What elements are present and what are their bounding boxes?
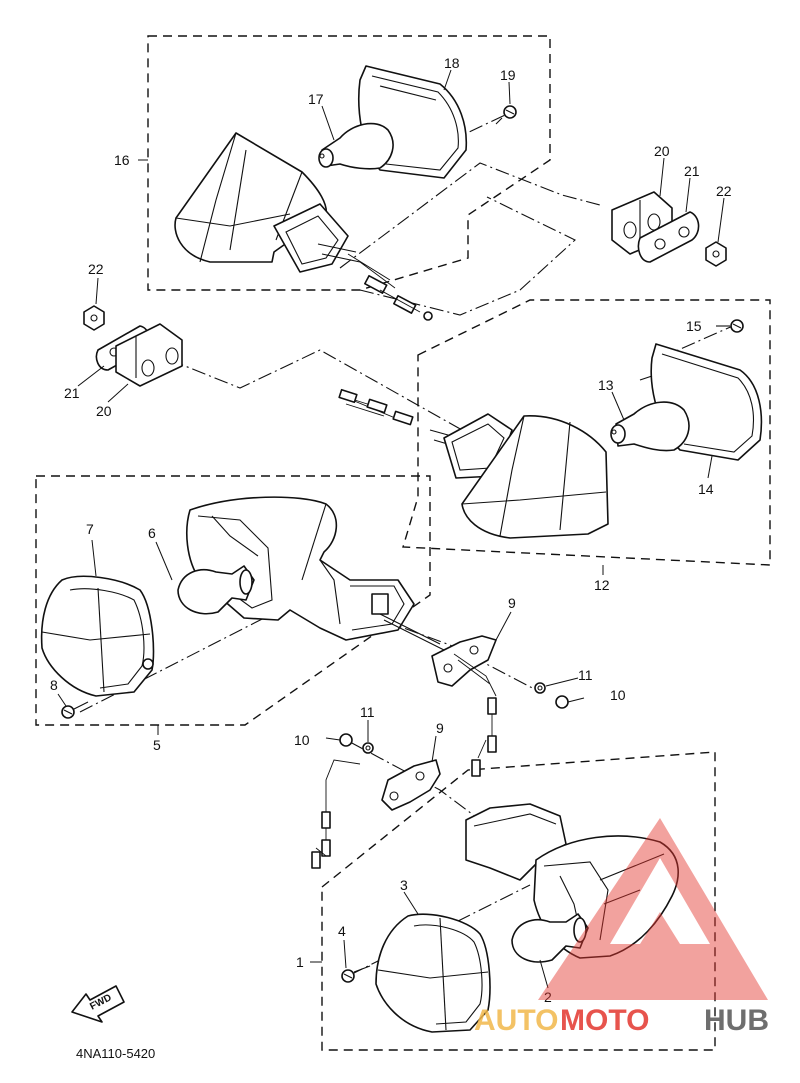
bulb-17 [318,122,394,170]
washer-11-lower [362,742,374,754]
bulb-2 [511,913,589,963]
wiring-1 [311,759,361,869]
label-13: 13 [598,377,614,393]
screw-4 [341,965,371,983]
turn-signal-assembly-16 [174,132,433,321]
label-21-left: 21 [64,385,80,401]
watermark-word-c: HUB [704,1004,769,1037]
lens-7 [40,575,155,697]
screw-19 [495,105,517,125]
label-10-upper: 10 [610,687,626,703]
lens-housing-12 [461,415,609,539]
label-6: 6 [148,525,156,541]
assembly-line-16-to-20 [339,162,601,269]
label-11-lower: 11 [360,704,375,720]
label-9-lower: 9 [436,720,444,736]
socket-16 [273,203,349,273]
label-8: 8 [50,677,58,693]
fwd-arrow-icon: FWD [71,985,125,1023]
label-4: 4 [338,923,346,939]
nut-22-right [705,241,727,267]
label-22-right: 22 [716,183,732,199]
label-1: 1 [296,954,304,970]
turn-signal-assembly-5 [186,496,445,651]
label-2: 2 [544,989,552,1005]
label-16: 16 [114,152,130,168]
plate-21-right [637,211,700,263]
label-11-upper: 11 [578,667,593,683]
bulb-13 [610,401,690,452]
watermark-logo: AUTO MOTO HUB [474,818,769,1037]
label-17: 17 [308,91,324,107]
label-10-lower: 10 [294,732,310,748]
assembly-line-20-to-12 [169,349,463,431]
diagram-code: 4NA110-5420 [76,1046,155,1061]
group-box-12 [402,299,771,566]
label-19: 19 [500,67,516,83]
washer-11-upper [534,682,546,694]
watermark-word-b: MOTO [560,1004,649,1037]
damper-20-left [115,323,183,387]
label-20-right: 20 [654,143,670,159]
label-9-upper: 9 [508,595,516,611]
body-5 [186,496,415,641]
group-box-16 [147,35,551,291]
label-7: 7 [86,521,94,537]
plate-9-lower [381,759,441,811]
group-box-1 [321,751,716,1051]
turn-signal-assembly-12 [338,388,609,539]
watermark-triangle-icon [538,818,768,1000]
screw-15 [716,319,744,333]
label-3: 3 [400,877,408,893]
label-20-left: 20 [96,403,112,419]
label-15: 15 [686,318,702,334]
label-21-right: 21 [684,163,700,179]
nut-22-left [83,305,105,331]
screw-10-lower [325,733,353,747]
assembly-line-16-wires [359,196,576,316]
label-5: 5 [153,737,161,753]
label-18: 18 [444,55,460,71]
label-12: 12 [594,577,610,593]
screw-8 [61,658,154,719]
lens-3 [375,913,491,1033]
bulb-6 [177,565,255,615]
watermark-word-a: AUTO [474,1004,558,1037]
assembly-line-7-to-8 [79,614,271,713]
label-22-left: 22 [88,261,104,277]
screw-10-upper [555,695,585,709]
plate-9-upper [431,635,497,777]
label-14: 14 [698,481,714,497]
